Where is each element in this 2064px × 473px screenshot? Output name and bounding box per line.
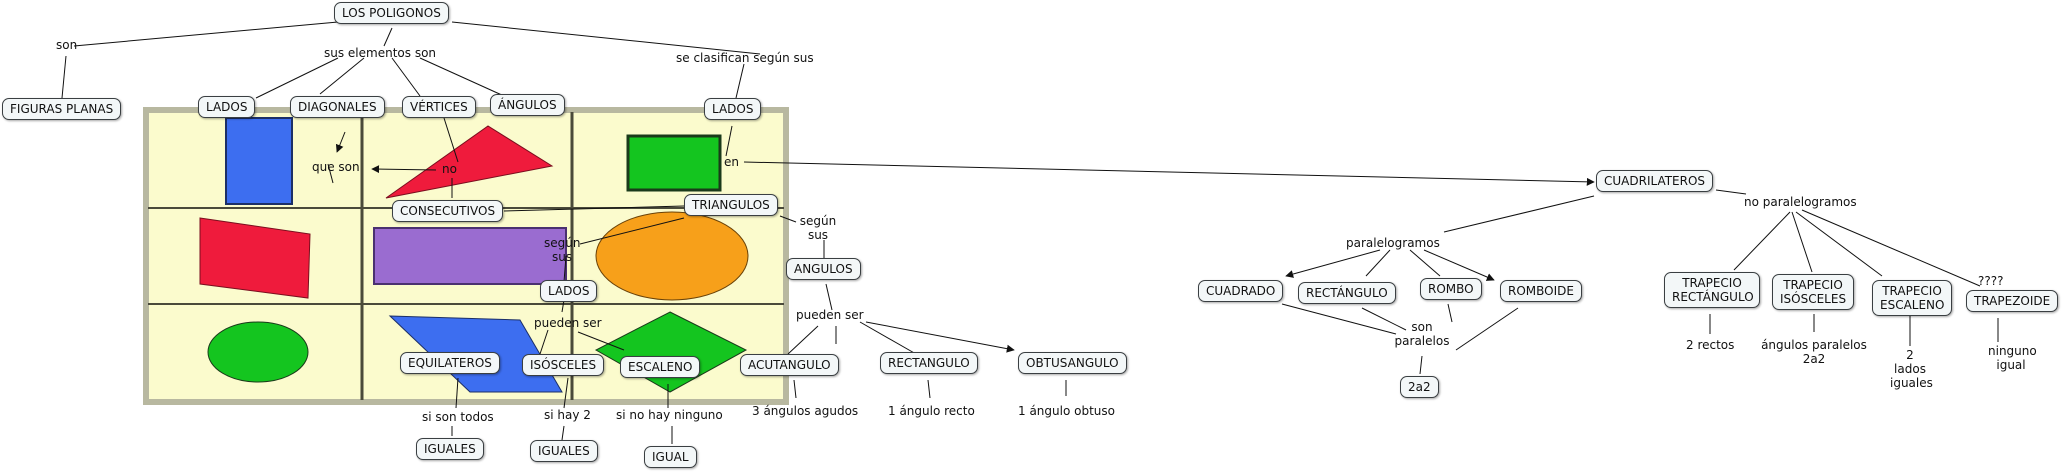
node-triangulos[interactable]: TRIANGULOS	[684, 194, 778, 216]
node-trapecio-isosceles[interactable]: TRAPECIO ISÓSCELES	[1772, 274, 1854, 310]
node-escaleno[interactable]: ESCALENO	[620, 356, 700, 378]
node-trapezoide[interactable]: TRAPEZOIDE	[1966, 290, 2058, 312]
node-cuadrilateros[interactable]: CUADRILATEROS	[1596, 170, 1713, 192]
node-lados-clasificacion[interactable]: LADOS	[704, 98, 761, 120]
link-son: son	[56, 38, 77, 52]
link-3-angulos-agudos: 3 ángulos agudos	[752, 404, 858, 418]
node-lados-triangulo[interactable]: LADOS	[540, 280, 597, 302]
node-los-poligonos[interactable]: LOS POLIGONOS	[334, 2, 449, 24]
node-consecutivos[interactable]: CONSECUTIVOS	[392, 200, 503, 222]
link-paralelogramos: paralelogramos	[1346, 236, 1440, 250]
link-1-angulo-obtuso: 1 ángulo obtuso	[1018, 404, 1115, 418]
node-diagonales[interactable]: DIAGONALES	[290, 96, 385, 118]
link-son-paralelos: son paralelos	[1394, 320, 1450, 348]
link-angulos-paralelos: ángulos paralelos 2a2	[1760, 338, 1868, 366]
link-1-angulo-recto: 1 ángulo recto	[888, 404, 975, 418]
node-rectangulo-triangulo[interactable]: RECTANGULO	[880, 352, 978, 374]
node-rectangulo-cuadrilatero[interactable]: RECTÁNGULO	[1298, 282, 1396, 304]
node-vertices[interactable]: VÉRTICES	[402, 96, 476, 118]
green-ellipse-shape	[208, 322, 308, 382]
node-iguales-isosceles[interactable]: IGUALES	[530, 440, 598, 462]
link-segun-sus-lados: según sus	[544, 236, 580, 264]
node-equilateros[interactable]: EQUILATEROS	[400, 352, 500, 374]
link-si-no-hay-ninguno: si no hay ninguno	[616, 408, 723, 422]
link-pueden-ser-angulos: pueden ser	[796, 308, 864, 322]
orange-ellipse-shape	[596, 212, 748, 300]
blue-square-shape	[226, 118, 292, 204]
node-angulos[interactable]: ÁNGULOS	[490, 94, 565, 116]
link-segun-sus-angulos: según sus	[798, 214, 838, 242]
node-igual-escaleno[interactable]: IGUAL	[644, 446, 697, 468]
link-se-clasifican: se clasifican según sus	[676, 51, 814, 65]
node-rombo[interactable]: ROMBO	[1420, 278, 1482, 300]
node-isosceles[interactable]: ISÓSCELES	[522, 354, 604, 376]
node-angulos-triangulo[interactable]: ANGULOS	[786, 258, 861, 280]
link-no-paralelogramos: no paralelogramos	[1744, 195, 1857, 209]
node-trapecio-escaleno[interactable]: TRAPECIO ESCALENO	[1872, 280, 1952, 316]
link-pueden-ser-lados: pueden ser	[534, 316, 602, 330]
node-acutangulo[interactable]: ACUTANGULO	[740, 354, 839, 376]
node-romboide[interactable]: ROMBOIDE	[1500, 280, 1582, 302]
link-sus-elementos-son: sus elementos son	[324, 46, 436, 60]
link-interrogantes: ????	[1978, 274, 2003, 288]
link-no: no	[442, 162, 457, 176]
link-que-son: que son	[312, 160, 360, 174]
node-lados[interactable]: LADOS	[198, 96, 255, 118]
link-2-lados-iguales: 2 lados iguales	[1890, 348, 1930, 390]
link-2-rectos: 2 rectos	[1686, 338, 1734, 352]
link-si-hay-2: si hay 2	[544, 408, 591, 422]
node-obtusangulo[interactable]: OBTUSANGULO	[1018, 352, 1127, 374]
link-ninguno-igual: ninguno igual	[1988, 344, 2034, 372]
node-cuadrado[interactable]: CUADRADO	[1198, 280, 1283, 302]
node-2a2[interactable]: 2a2	[1400, 376, 1439, 398]
node-figuras-planas[interactable]: FIGURAS PLANAS	[2, 98, 121, 120]
green-rectangle-shape	[628, 136, 720, 190]
purple-rectangle-shape	[374, 228, 566, 284]
link-en: en	[724, 155, 739, 169]
node-iguales-equilateros[interactable]: IGUALES	[416, 438, 484, 460]
link-si-son-todos: si son todos	[422, 410, 494, 424]
node-trapecio-rectangulo[interactable]: TRAPECIO RECTÁNGULO	[1664, 272, 1760, 308]
